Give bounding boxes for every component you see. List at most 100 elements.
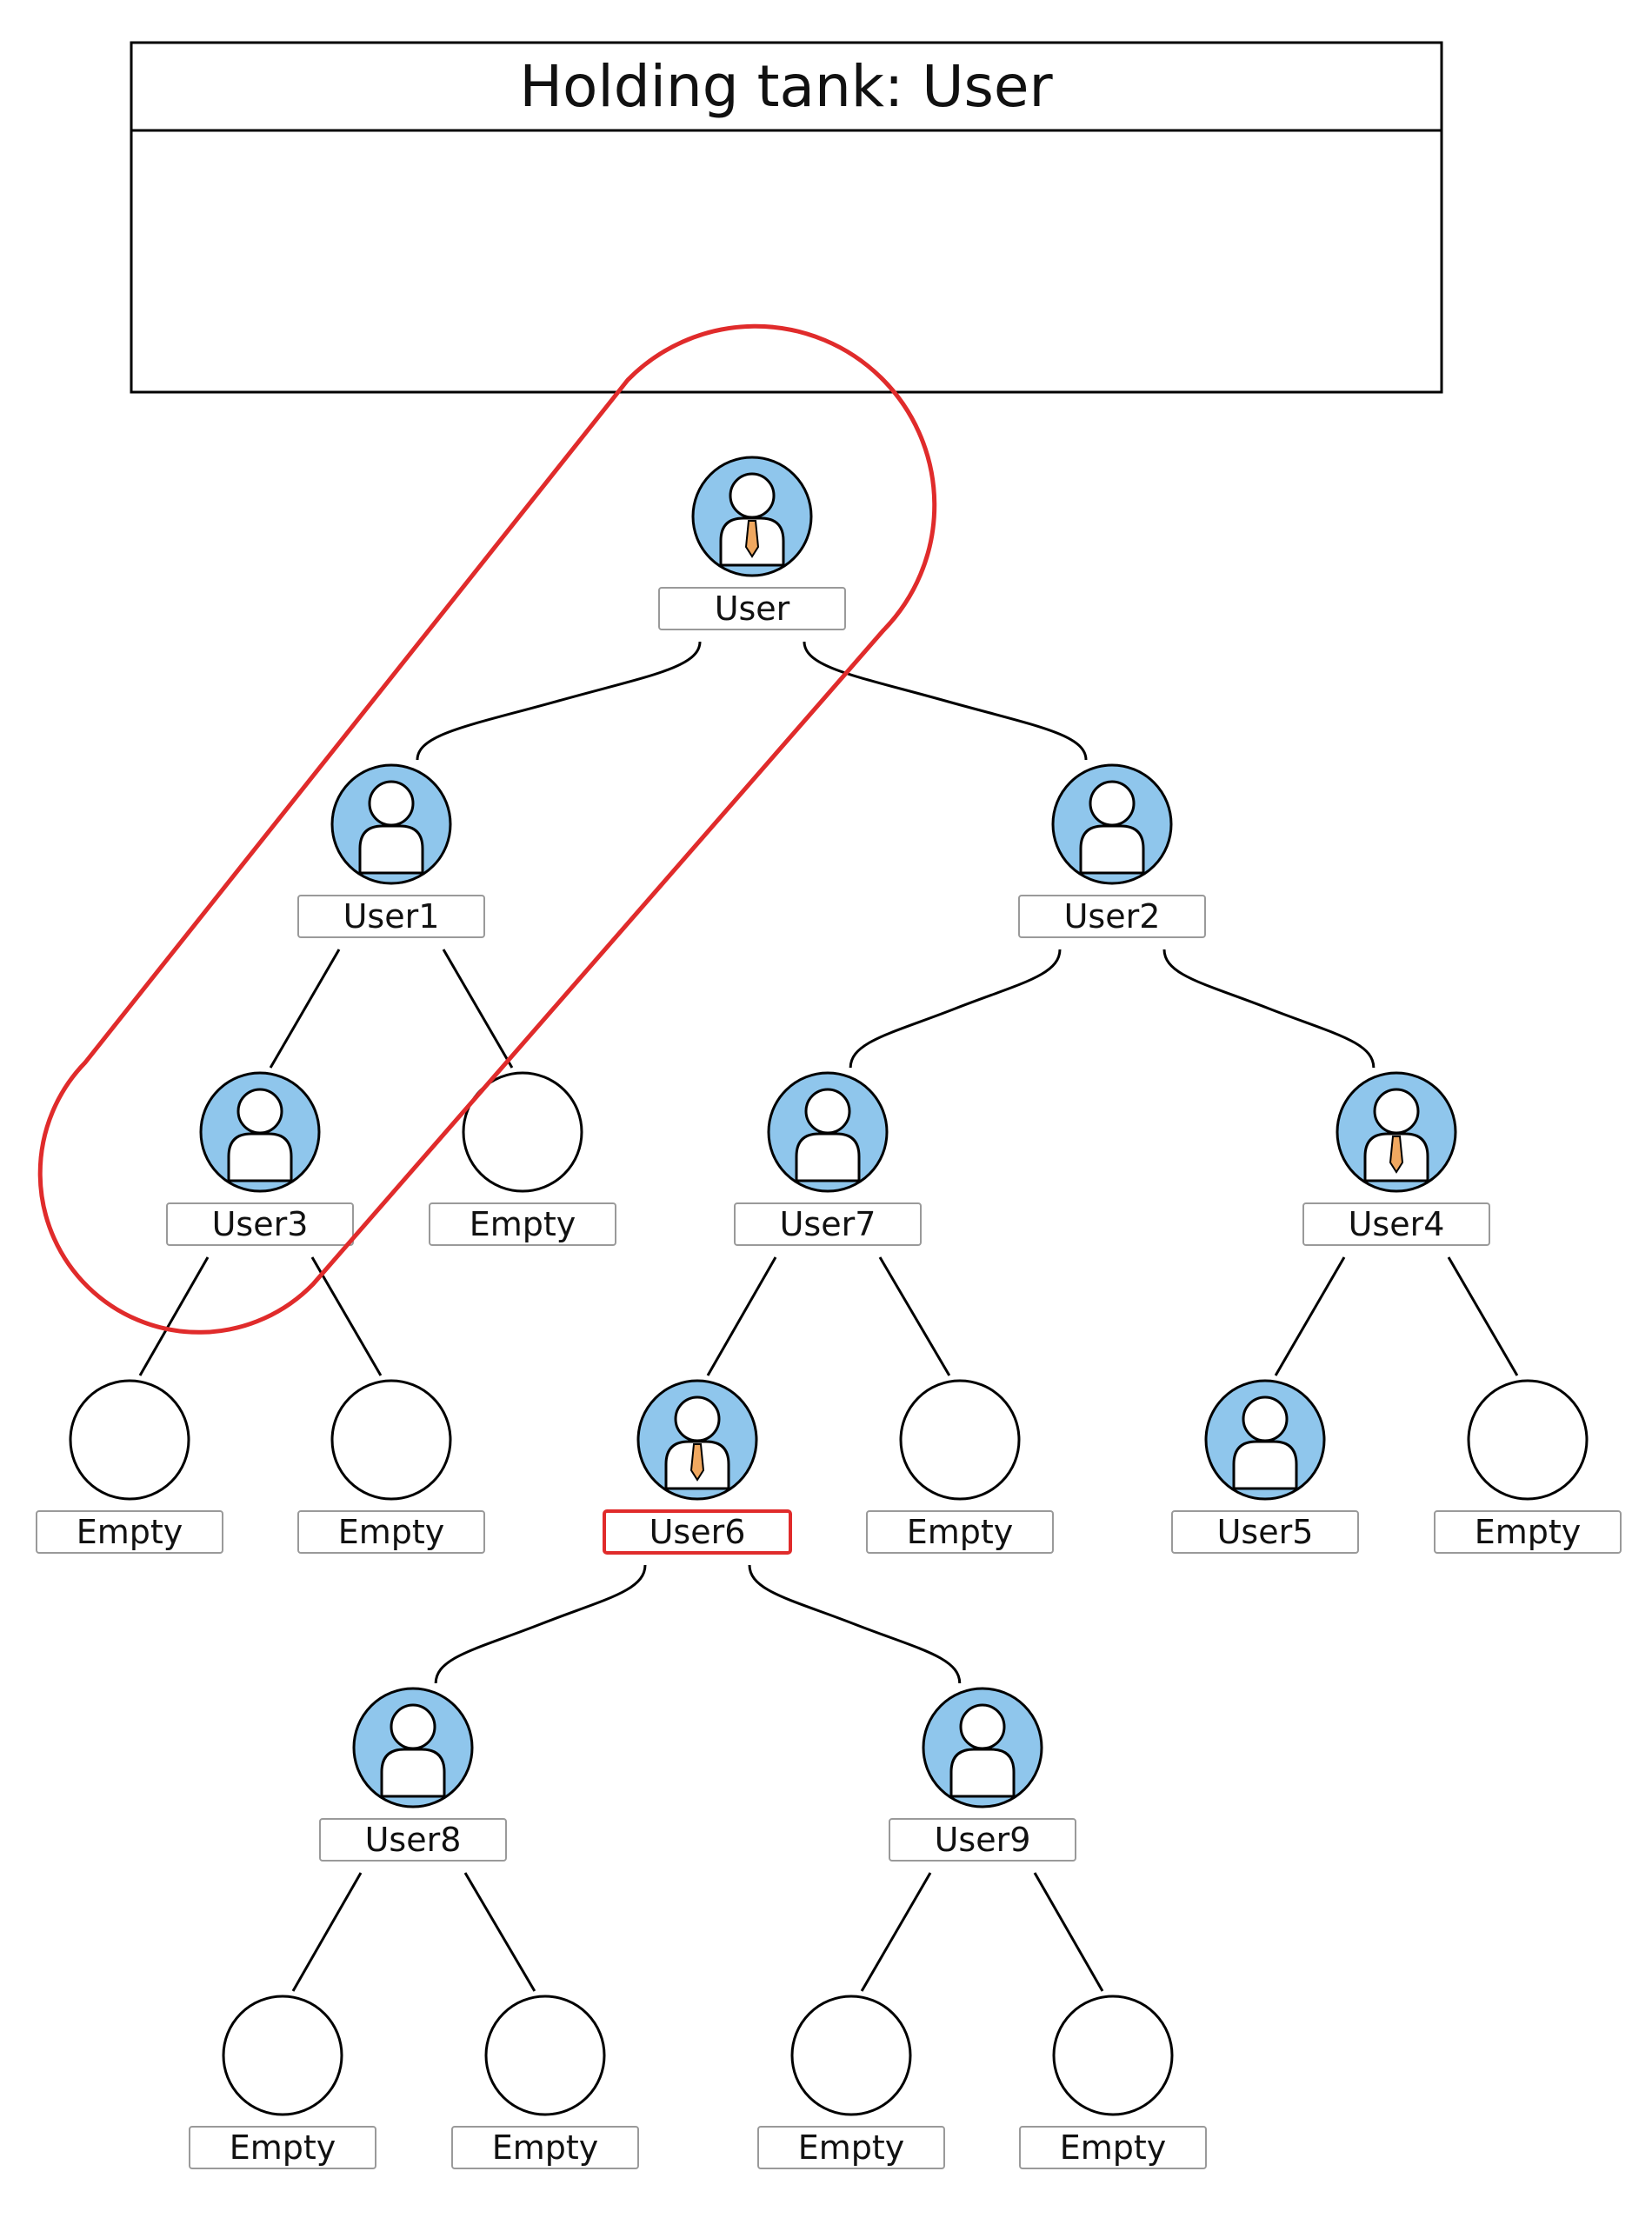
- user-node[interactable]: User3: [166, 1071, 354, 1246]
- node-label: Empty: [230, 2128, 336, 2167]
- user-tie-avatar-icon: [1336, 1071, 1457, 1193]
- node-label-box: [1434, 1510, 1622, 1554]
- node-label: User8: [365, 1821, 462, 1859]
- tie-icon: [1389, 1136, 1404, 1174]
- tree-edge: [416, 641, 702, 761]
- node-label-box-highlighted: [603, 1509, 792, 1555]
- empty-slot-circle: [69, 1379, 190, 1501]
- empty-slot-circle: [462, 1071, 583, 1193]
- empty-slot-circle: [899, 1379, 1021, 1501]
- user-node[interactable]: User: [658, 456, 846, 630]
- user-tie-avatar-icon: [691, 456, 813, 577]
- tree-edge: [878, 1256, 951, 1376]
- holding-tank: Holding tank: User: [130, 41, 1443, 394]
- empty-slot-circle: [1467, 1379, 1589, 1501]
- user-node[interactable]: User9: [889, 1687, 1076, 1862]
- node-label-box: [658, 587, 846, 630]
- node-label-box: [297, 1510, 485, 1554]
- node-label-box: [451, 2126, 639, 2169]
- empty-node[interactable]: Empty: [189, 1995, 376, 2169]
- tree-edge: [310, 1256, 383, 1376]
- user-avatar-icon: [1204, 1379, 1326, 1501]
- node-label: Empty: [338, 1513, 445, 1551]
- tree-edge: [442, 949, 514, 1069]
- user-node[interactable]: User5: [1171, 1379, 1359, 1554]
- node-label: User7: [780, 1205, 876, 1243]
- node-label: Empty: [470, 1205, 576, 1243]
- node-label: User4: [1349, 1205, 1445, 1243]
- node-label: Empty: [1475, 1513, 1582, 1551]
- node-label: Empty: [798, 2128, 905, 2167]
- node-label: Empty: [77, 1513, 183, 1551]
- empty-node[interactable]: Empty: [297, 1379, 485, 1554]
- user-node[interactable]: User6: [603, 1379, 792, 1555]
- node-label-box: [1018, 895, 1206, 938]
- holding-tank-title: Holding tank: User: [519, 53, 1053, 120]
- node-label-box: [1171, 1510, 1359, 1554]
- node-label-box: [189, 2126, 376, 2169]
- empty-node[interactable]: Empty: [1019, 1995, 1207, 2169]
- user-avatar-icon: [199, 1071, 321, 1193]
- node-label: User3: [212, 1205, 309, 1243]
- node-label-box: [319, 1818, 507, 1862]
- empty-slot-circle: [484, 1995, 606, 2116]
- user-avatar-icon: [352, 1687, 474, 1808]
- tree-edge: [1033, 1872, 1104, 1992]
- empty-node[interactable]: Empty: [429, 1071, 616, 1246]
- tree-edge: [1447, 1256, 1519, 1376]
- user-node[interactable]: User8: [319, 1687, 507, 1862]
- empty-node[interactable]: Empty: [451, 1995, 639, 2169]
- tree-edge: [138, 1256, 210, 1376]
- node-label: User6: [649, 1513, 746, 1551]
- node-label-box: [734, 1202, 922, 1246]
- user-node[interactable]: User2: [1018, 763, 1206, 938]
- node-label-box: [889, 1818, 1076, 1862]
- node-label-box: [166, 1202, 354, 1246]
- node-label: Empty: [907, 1513, 1014, 1551]
- user-avatar-icon: [922, 1687, 1043, 1808]
- tree-edge: [706, 1256, 777, 1376]
- user-avatar-icon: [1051, 763, 1173, 885]
- node-label: User1: [343, 897, 440, 936]
- user-avatar-icon: [330, 763, 452, 885]
- tree-edge: [860, 1872, 932, 1992]
- tree-edge: [269, 949, 341, 1069]
- empty-slot-circle: [790, 1995, 912, 2116]
- node-label: User9: [935, 1821, 1031, 1859]
- empty-node[interactable]: Empty: [866, 1379, 1054, 1554]
- node-label: Empty: [1060, 2128, 1167, 2167]
- tie-icon: [744, 520, 760, 558]
- tree-edge: [434, 1564, 647, 1684]
- user-node[interactable]: User1: [297, 763, 485, 938]
- user-avatar-icon: [767, 1071, 889, 1193]
- node-label: Empty: [492, 2128, 599, 2167]
- tie-icon: [689, 1443, 705, 1482]
- node-label-box: [757, 2126, 945, 2169]
- node-label-box: [866, 1510, 1054, 1554]
- node-label: User: [715, 589, 790, 628]
- tree-edges: [138, 641, 1519, 1992]
- empty-node[interactable]: Empty: [36, 1379, 223, 1554]
- node-label-box: [1019, 2126, 1207, 2169]
- empty-slot-circle: [222, 1995, 343, 2116]
- node-label-box: [429, 1202, 616, 1246]
- highlighted-branch-outline: [37, 323, 937, 1335]
- tree-edge: [803, 641, 1088, 761]
- user-tie-avatar-icon: [636, 1379, 758, 1501]
- tree-edge: [1274, 1256, 1346, 1376]
- node-label-box: [1302, 1202, 1490, 1246]
- empty-slot-circle: [1052, 1995, 1174, 2116]
- empty-slot-circle: [330, 1379, 452, 1501]
- node-label: User5: [1217, 1513, 1314, 1551]
- user-node[interactable]: User4: [1302, 1071, 1490, 1246]
- empty-node[interactable]: Empty: [1434, 1379, 1622, 1554]
- user-node[interactable]: User7: [734, 1071, 922, 1246]
- node-label-box: [297, 895, 485, 938]
- node-label: User2: [1064, 897, 1161, 936]
- node-label-box: [36, 1510, 223, 1554]
- empty-node[interactable]: Empty: [757, 1995, 945, 2169]
- tree-edge: [748, 1564, 962, 1684]
- tree-edge: [463, 1872, 536, 1992]
